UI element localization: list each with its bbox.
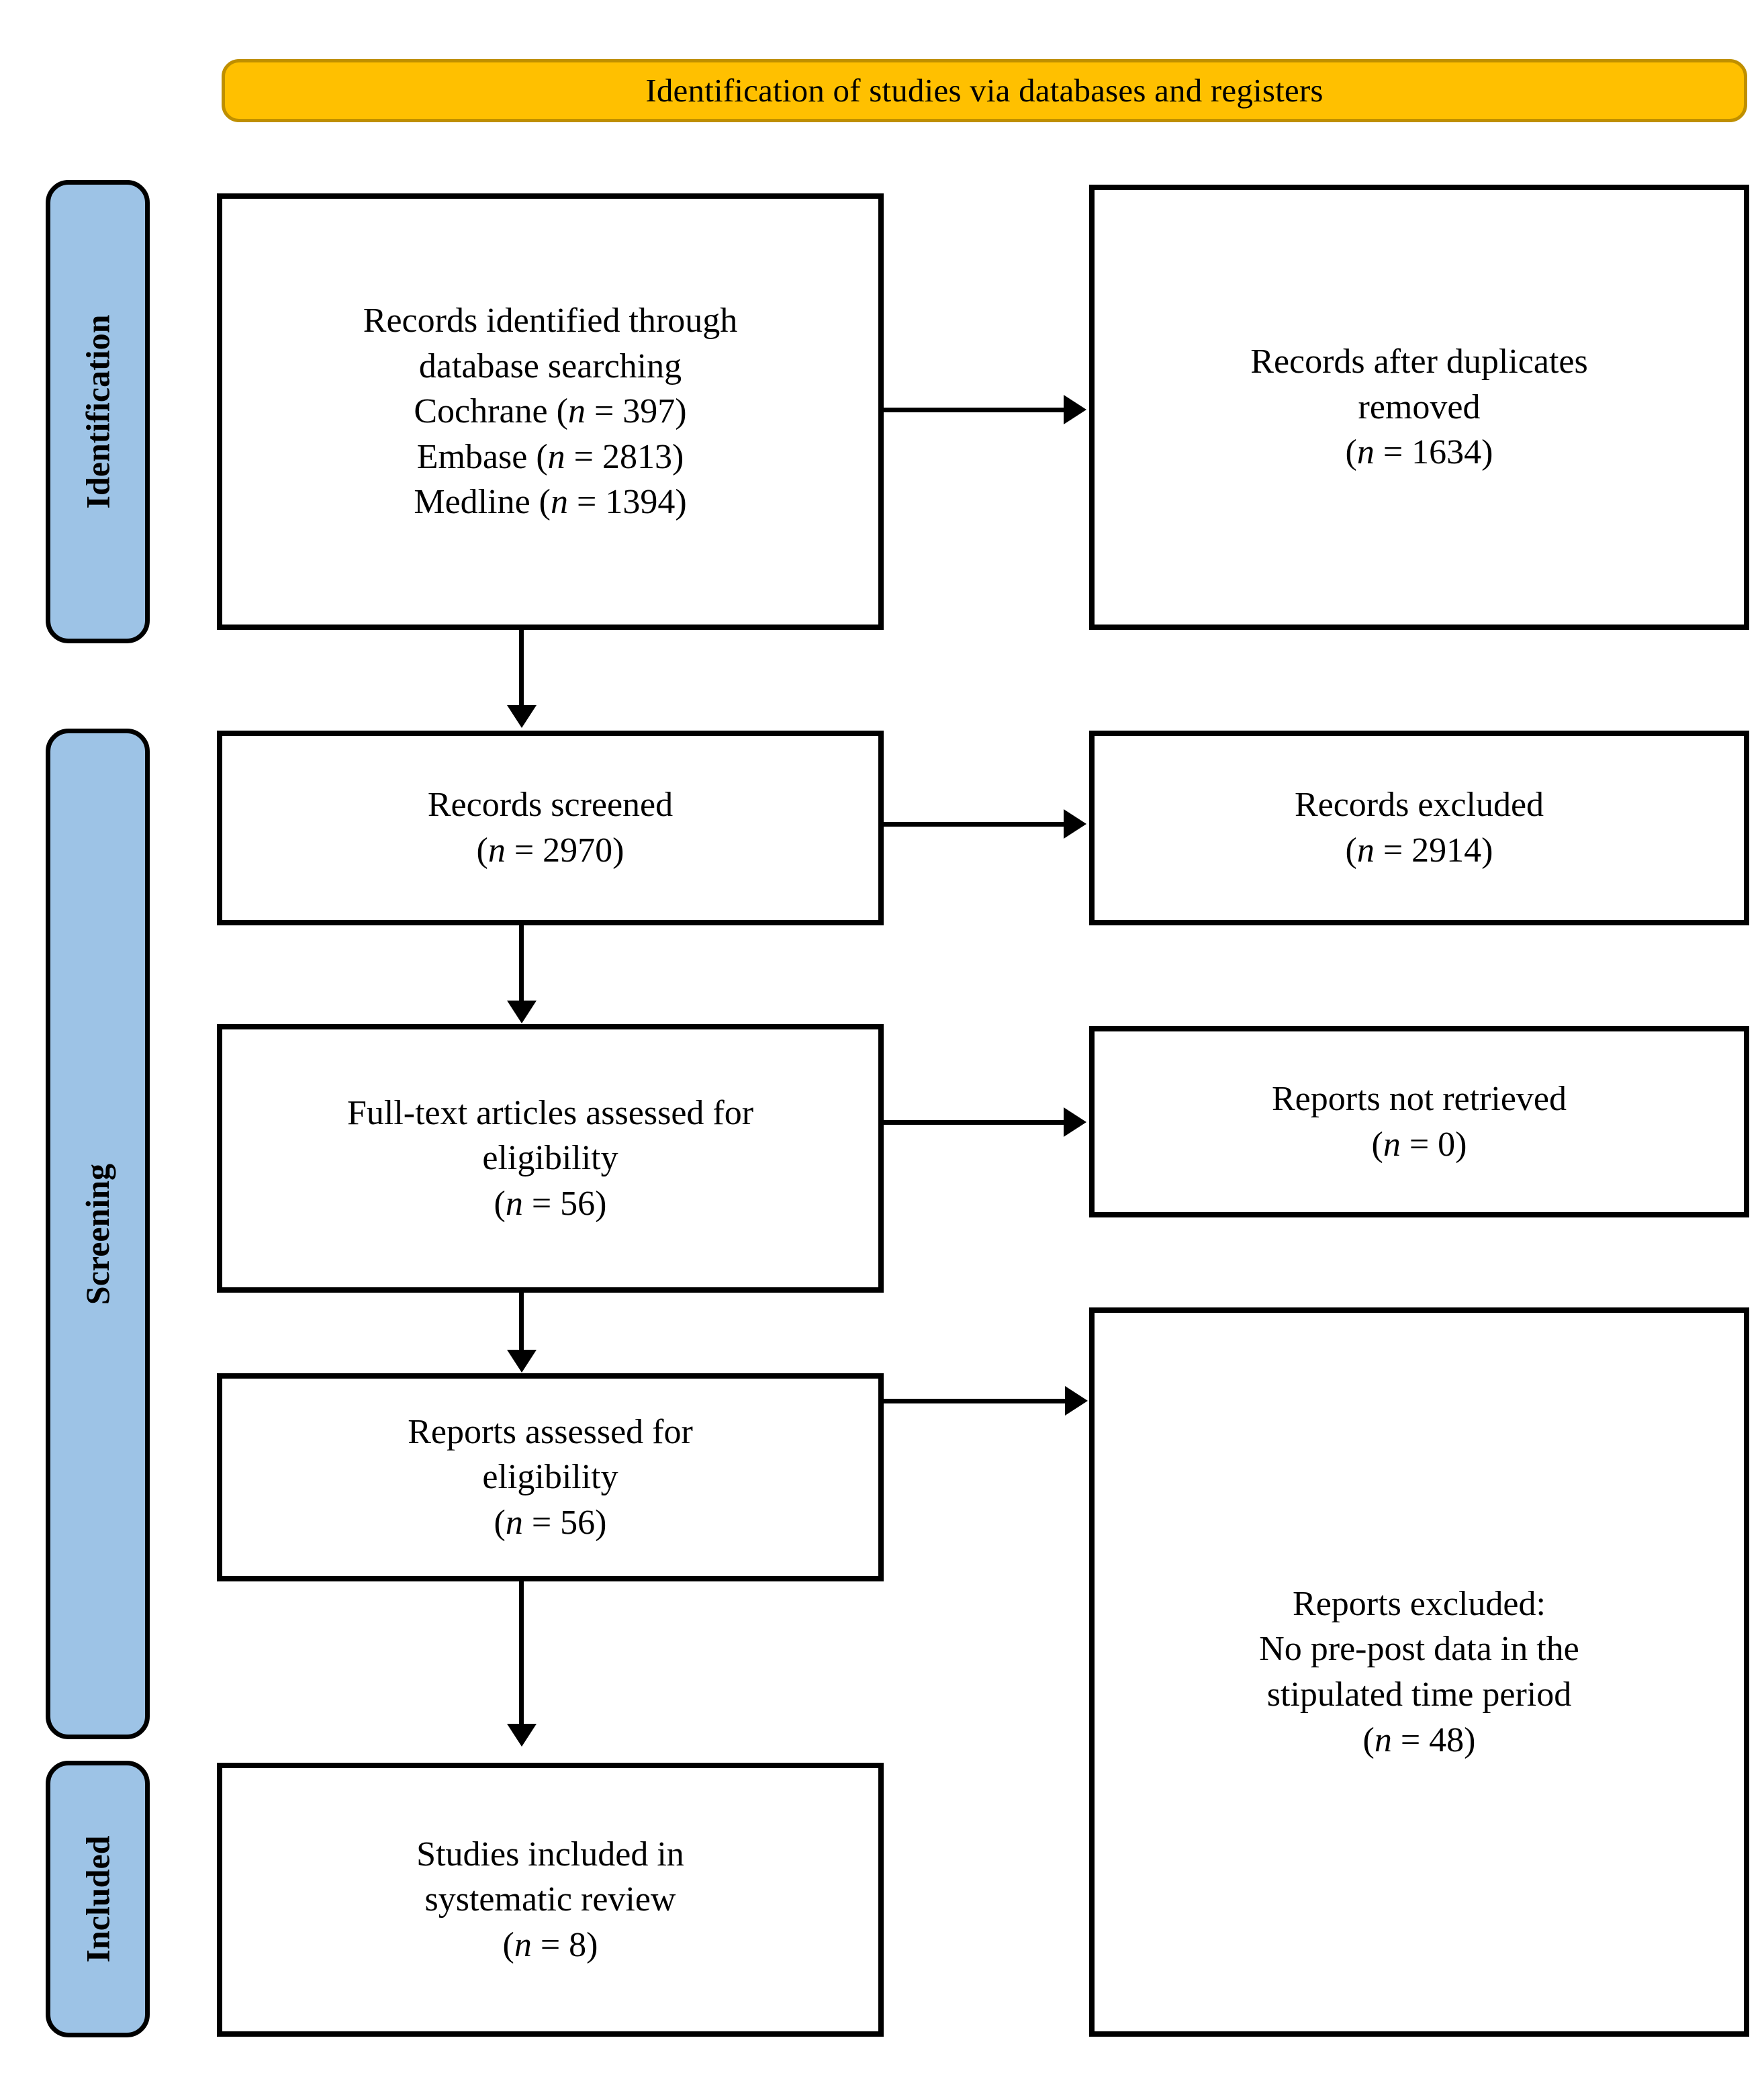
box-reports-not-retrieved: Reports not retrieved (n = 0) <box>1089 1026 1749 1217</box>
n-italic-icon: n <box>488 831 506 870</box>
box-records-screened: Records screened (n = 2970) <box>217 731 884 925</box>
connector-screened-to-excluded <box>884 822 1064 827</box>
box-records-excluded-text: Records excluded (n = 2914) <box>1277 782 1561 873</box>
reports-excluded-line-2: No pre-post data in the <box>1259 1630 1579 1669</box>
arrow-down-icon-row2-to-row3 <box>507 1001 537 1023</box>
n-italic-icon: n <box>1356 433 1375 472</box>
box-records-excluded: Records excluded (n = 2914) <box>1089 731 1749 925</box>
fulltext-assessed-line-1: Full-text articles assessed for <box>346 1093 754 1132</box>
n-italic-icon: n <box>550 483 568 522</box>
cochrane-count: 397 <box>622 392 676 431</box>
n-italic-icon: n <box>547 437 565 476</box>
arrow-down-icon-row3-to-row4 <box>507 1350 537 1373</box>
arrow-right-icon-row4 <box>1065 1386 1088 1416</box>
fulltext-count: 56 <box>560 1184 596 1223</box>
reports-excluded-line-3: stipulated time period <box>1266 1675 1572 1714</box>
box-reports-assessed-text: Reports assessed for eligibility (n = 56… <box>390 1410 710 1546</box>
records-identified-line-1: Records identified through <box>363 302 738 340</box>
reports-excluded-line-1: Reports excluded: <box>1293 1584 1546 1623</box>
header-banner: Identification of studies via databases … <box>222 59 1747 122</box>
records-identified-line-2: database searching <box>418 347 682 385</box>
reports-excluded-n: 48 <box>1429 1720 1465 1759</box>
box-records-after-duplicates-text: Records after duplicates removed (n = 16… <box>1233 339 1605 475</box>
arrow-right-icon-row2 <box>1064 809 1086 839</box>
fulltext-assessed-line-2: eligibility <box>482 1139 618 1178</box>
box-records-after-duplicates: Records after duplicates removed (n = 16… <box>1089 185 1749 630</box>
arrow-down-icon-row1-to-row2 <box>507 705 537 728</box>
records-excluded-line-1: Records excluded <box>1294 786 1544 825</box>
medline-label: Medline <box>414 483 530 522</box>
box-reports-not-retrieved-text: Reports not retrieved (n = 0) <box>1254 1076 1584 1167</box>
duplicates-removed-count: 1634 <box>1411 433 1482 472</box>
arrow-right-icon-row1 <box>1064 395 1086 424</box>
stage-label-identification: Identification <box>46 180 150 643</box>
studies-included-count: (n = 8) <box>502 1925 598 1964</box>
connector-reports-assessed-to-studies-included <box>519 1581 524 1724</box>
embase-count: 2813 <box>602 437 672 476</box>
connector-fulltext-to-reports-assessed <box>519 1293 524 1350</box>
n-italic-icon: n <box>505 1503 523 1542</box>
records-identified-medline: Medline (n = 1394) <box>414 483 687 522</box>
arrow-right-icon-row3 <box>1064 1107 1086 1137</box>
records-after-duplicates-line-2: removed <box>1358 387 1481 426</box>
stage-label-screening: Screening <box>46 729 150 1739</box>
n-italic-icon: n <box>514 1925 532 1964</box>
box-records-identified-text: Records identified through database sear… <box>346 298 755 525</box>
box-reports-assessed: Reports assessed for eligibility (n = 56… <box>217 1373 884 1581</box>
arrow-down-icon-row4-to-row5 <box>507 1724 537 1747</box>
reports-excluded-count: (n = 48) <box>1362 1720 1476 1759</box>
n-italic-icon: n <box>1356 831 1375 870</box>
studies-included-line-2: systematic review <box>424 1880 676 1919</box>
reports-assessed-line-1: Reports assessed for <box>408 1412 693 1451</box>
connector-identified-to-duplicates <box>884 408 1064 412</box>
n-italic-icon: n <box>1383 1125 1401 1164</box>
reports-assessed-line-2: eligibility <box>482 1458 618 1497</box>
box-records-identified: Records identified through database sear… <box>217 193 884 630</box>
records-excluded-count: (n = 2914) <box>1345 831 1493 870</box>
connector-screened-to-fulltext <box>519 925 524 1001</box>
records-after-duplicates-count: (n = 1634) <box>1345 433 1493 472</box>
n-italic-icon: n <box>567 392 586 431</box>
stage-label-included-text: Included <box>79 1835 117 1963</box>
stage-label-identification-text: Identification <box>79 314 117 509</box>
box-fulltext-assessed-text: Full-text articles assessed for eligibil… <box>330 1091 771 1227</box>
connector-identified-to-screened <box>519 630 524 705</box>
reports-not-retrieved-line-1: Reports not retrieved <box>1272 1079 1567 1118</box>
records-after-duplicates-line-1: Records after duplicates <box>1250 342 1588 381</box>
cochrane-label: Cochrane <box>414 392 548 431</box>
fulltext-assessed-count: (n = 56) <box>494 1184 607 1223</box>
records-identified-cochrane: Cochrane (n = 397) <box>414 392 687 431</box>
studies-included-n: 8 <box>569 1925 587 1964</box>
box-studies-included-text: Studies included in systematic review (n… <box>399 1832 702 1968</box>
connector-reports-assessed-to-reports-excluded <box>884 1399 1065 1403</box>
studies-included-line-1: Studies included in <box>416 1835 684 1874</box>
records-screened-count: (n = 2970) <box>476 831 624 870</box>
not-retrieved-count: 0 <box>1438 1125 1456 1164</box>
embase-label: Embase <box>416 437 528 476</box>
excluded-count: 2914 <box>1411 831 1482 870</box>
n-italic-icon: n <box>1374 1720 1392 1759</box>
box-reports-excluded-text: Reports excluded: No pre-post data in th… <box>1242 1581 1597 1763</box>
screened-count: 2970 <box>543 831 613 870</box>
reports-not-retrieved-count: (n = 0) <box>1371 1125 1467 1164</box>
box-fulltext-assessed: Full-text articles assessed for eligibil… <box>217 1024 884 1293</box>
box-reports-excluded: Reports excluded: No pre-post data in th… <box>1089 1307 1749 2037</box>
stage-label-screening-text: Screening <box>79 1163 117 1305</box>
header-banner-label: Identification of studies via databases … <box>645 72 1324 109</box>
records-screened-line-1: Records screened <box>427 786 674 825</box>
n-italic-icon: n <box>505 1184 523 1223</box>
reports-assessed-n: 56 <box>560 1503 596 1542</box>
connector-fulltext-to-not-retrieved <box>884 1120 1064 1125</box>
stage-label-included: Included <box>46 1761 150 2037</box>
records-identified-embase: Embase (n = 2813) <box>416 437 684 476</box>
reports-assessed-count: (n = 56) <box>494 1503 607 1542</box>
box-studies-included: Studies included in systematic review (n… <box>217 1763 884 2037</box>
box-records-screened-text: Records screened (n = 2970) <box>410 782 690 873</box>
medline-count: 1394 <box>605 483 676 522</box>
